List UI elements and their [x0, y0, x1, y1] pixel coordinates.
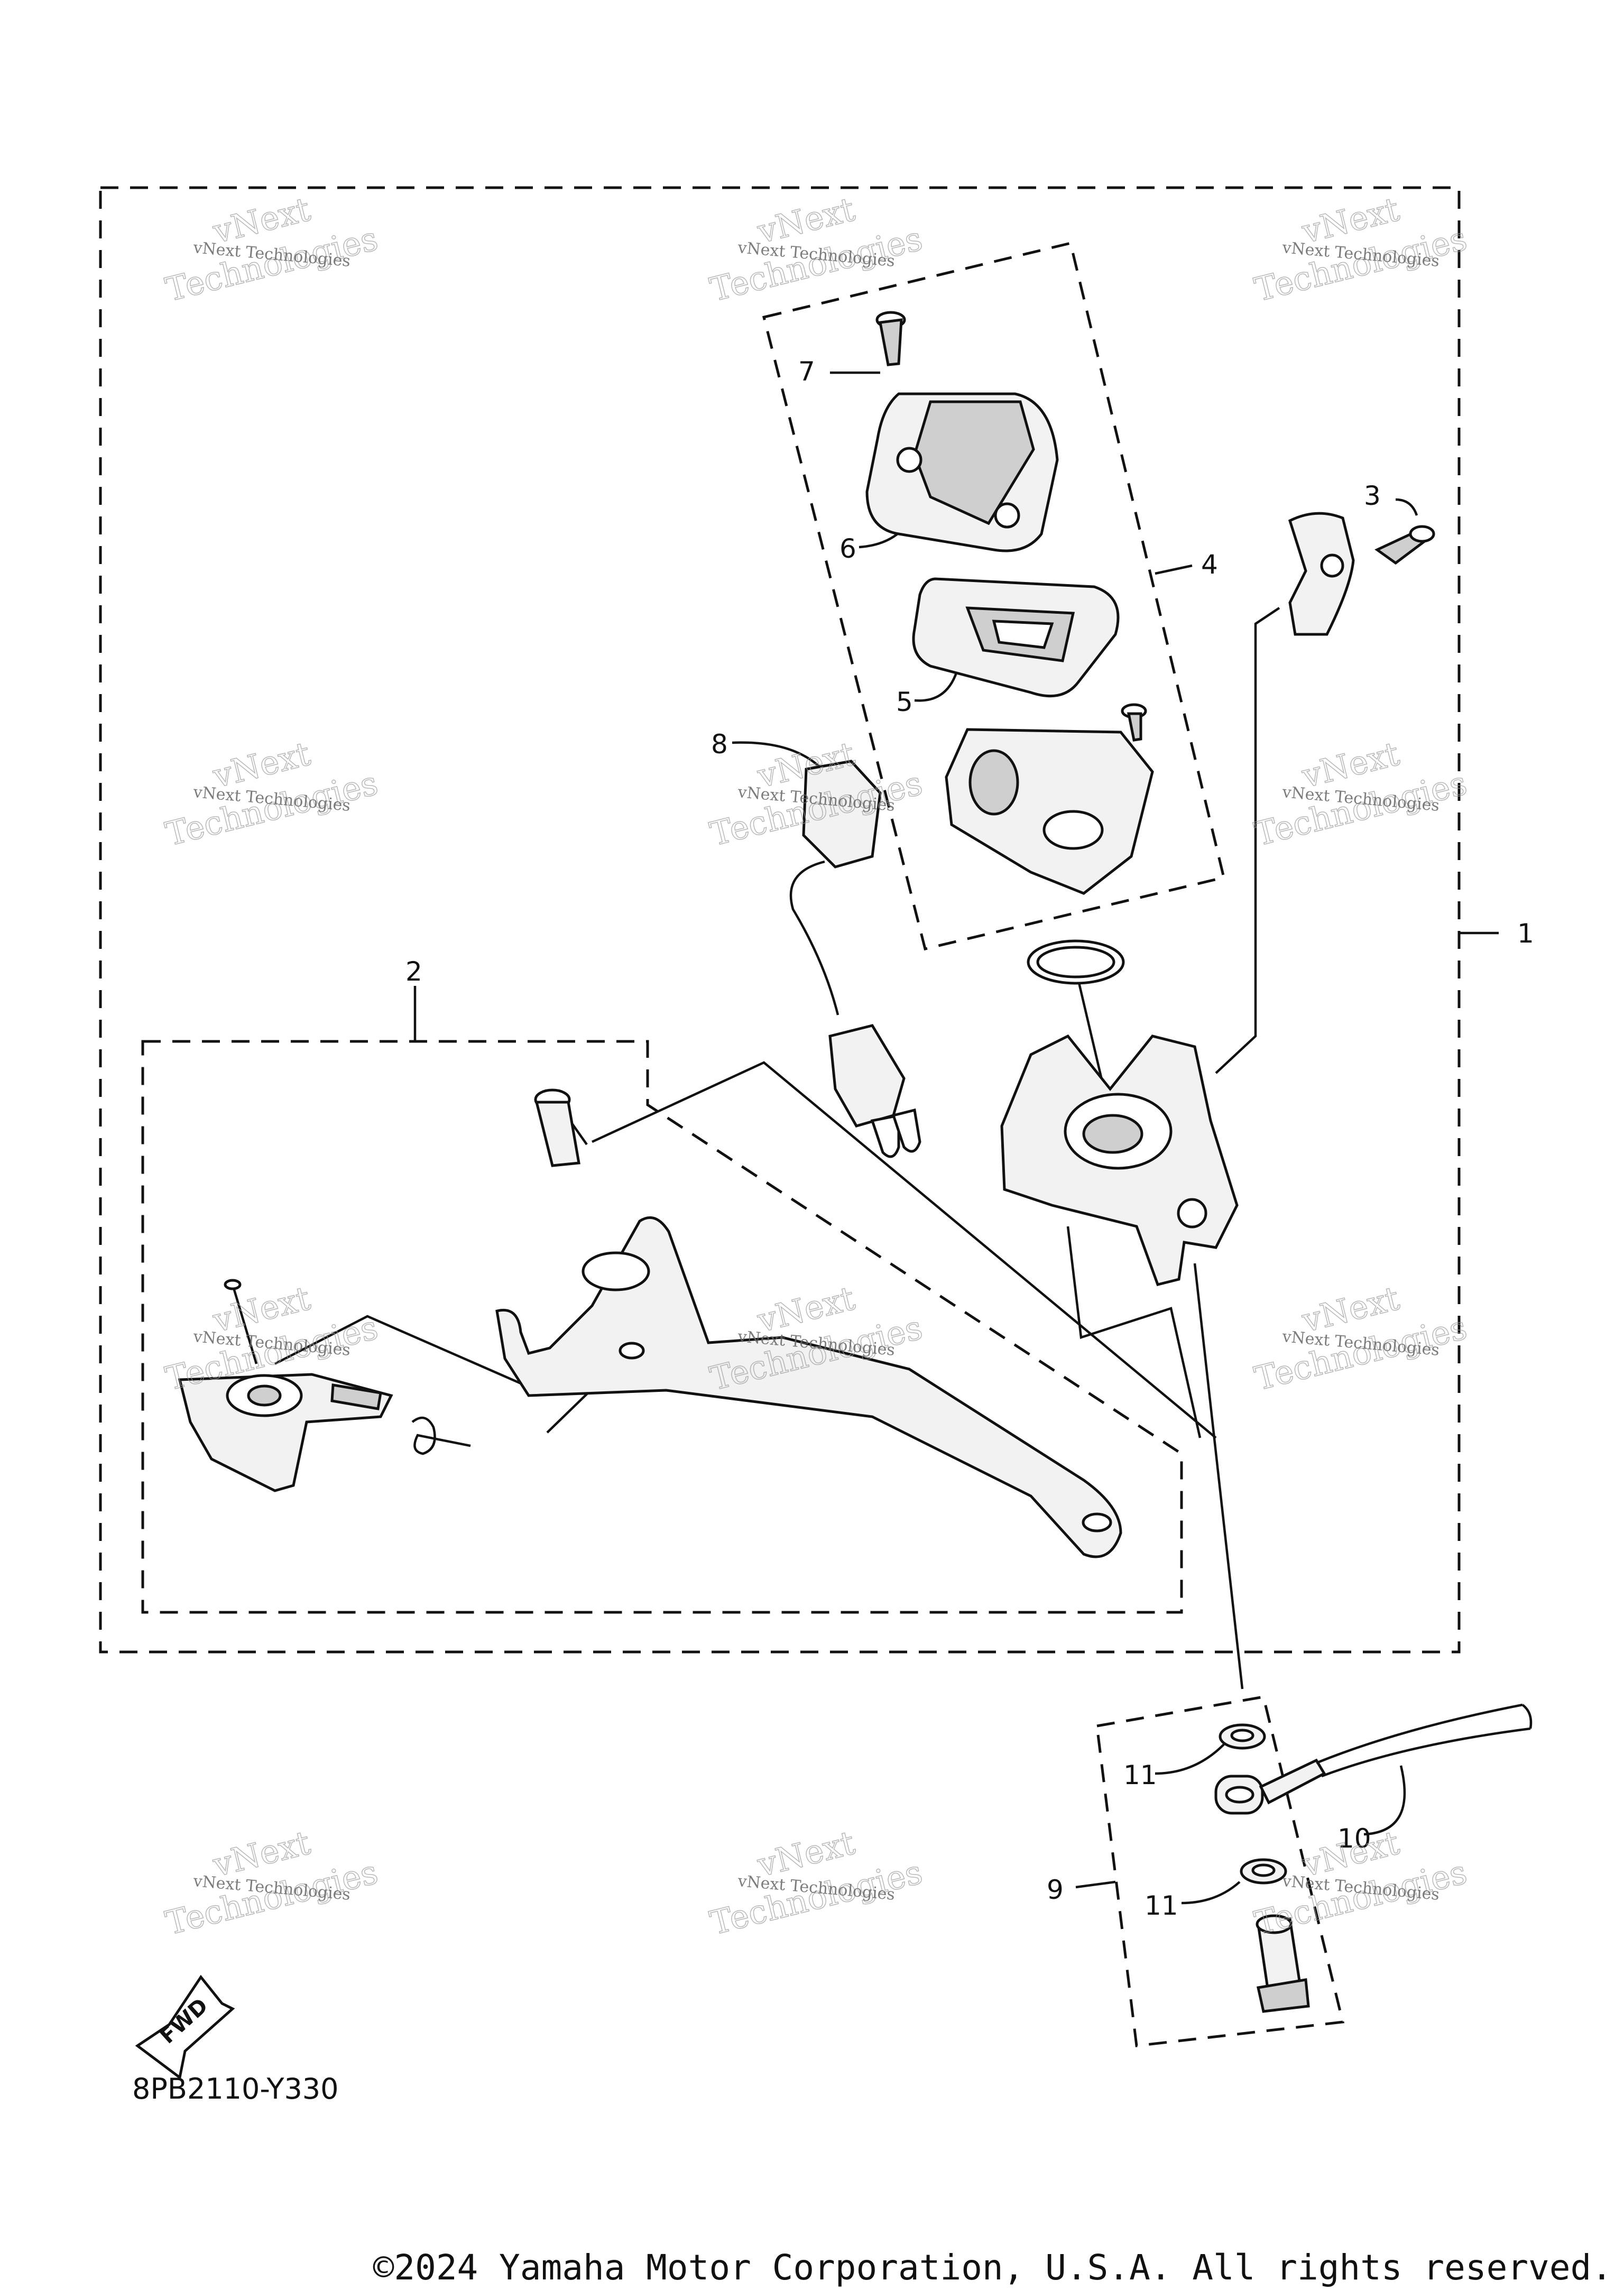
part-spring: [411, 1416, 471, 1455]
callout-11a: 11: [1123, 1760, 1157, 1790]
assembly-9-frame: [1095, 1695, 1345, 2047]
guide-line-banjo: [1193, 1263, 1244, 1689]
callout-1: 1: [1517, 918, 1534, 949]
callout-6: 6: [839, 533, 856, 564]
part-10-brake-hose: [1214, 1703, 1533, 1815]
guide-line-lever: [1066, 1226, 1202, 1438]
part-5-diaphragm: [912, 577, 1120, 698]
callout-9-leader: [1075, 1880, 1116, 1889]
part-adjuster: [178, 1279, 393, 1492]
part-11-washer-top: [1219, 1723, 1266, 1750]
callout-9: 9: [1047, 1875, 1064, 1905]
watermark-12: Technologies vNext vNext Technologies: [1250, 1823, 1471, 1943]
callout-3: 3: [1364, 481, 1381, 511]
watermark-7: Technologies vNext vNext Technologies: [161, 1278, 382, 1398]
part-o-ring-inner: [1036, 946, 1115, 978]
assembly-2-frame: [141, 1040, 1183, 1614]
copyright-notice: ©2024 Yamaha Motor Corporation, U.S.A. A…: [373, 2247, 1612, 2288]
part-8-brake-switch: [789, 760, 921, 1158]
watermark-3: Technologies vNext vNext Technologies: [1250, 189, 1471, 309]
part-7-screw: [875, 311, 906, 366]
callout-8: 8: [711, 729, 728, 760]
fwd-arrow-icon: FWD: [135, 1974, 235, 2080]
callout-8-leader: [732, 741, 823, 770]
callout-11a-leader: [1155, 1743, 1225, 1775]
callout-3-leader: [1395, 498, 1418, 516]
guide-line-clamp: [1215, 607, 1280, 1074]
watermark-11: Technologies vNext vNext Technologies: [706, 1823, 926, 1943]
callout-5: 5: [896, 687, 913, 717]
callout-7: 7: [798, 356, 815, 387]
watermark-10: Technologies vNext vNext Technologies: [161, 1823, 382, 1943]
part-reservoir-body: [945, 728, 1154, 895]
guide-line-pivot: [592, 1061, 1217, 1439]
watermark-9: Technologies vNext vNext Technologies: [1250, 1278, 1471, 1398]
part-lever: [495, 1216, 1122, 1558]
watermark-6: Technologies vNext vNext Technologies: [1250, 734, 1471, 854]
watermark-1: Technologies vNext vNext Technologies: [161, 189, 382, 309]
callout-10-leader: [1363, 1765, 1406, 1836]
callout-2: 2: [405, 956, 422, 987]
callout-5-leader: [914, 671, 958, 702]
callout-11b: 11: [1145, 1890, 1178, 1921]
watermark-4: Technologies vNext vNext Technologies: [161, 734, 382, 854]
part-6-reservoir-cap: [865, 392, 1059, 552]
callout-4: 4: [1201, 549, 1218, 580]
part-reservoir-screw: [1121, 703, 1147, 742]
assembly-4-frame: [762, 241, 1226, 951]
part-11-washer-bottom: [1240, 1858, 1287, 1885]
callout-11b-leader: [1181, 1881, 1241, 1905]
callout-10: 10: [1337, 1823, 1371, 1854]
part-master-cylinder-body: [1000, 1034, 1239, 1286]
callout-4-leader: [1155, 564, 1193, 575]
assembly-1-frame: [99, 186, 1461, 1654]
diagram-code: 8PB2110-Y330: [132, 2072, 339, 2106]
part-banjo-bolt: [1256, 1914, 1310, 2013]
part-pivot-bolt: [534, 1088, 580, 1167]
part-3-holder-clamp: [1288, 512, 1435, 636]
watermark-2: Technologies vNext vNext Technologies: [706, 189, 926, 309]
